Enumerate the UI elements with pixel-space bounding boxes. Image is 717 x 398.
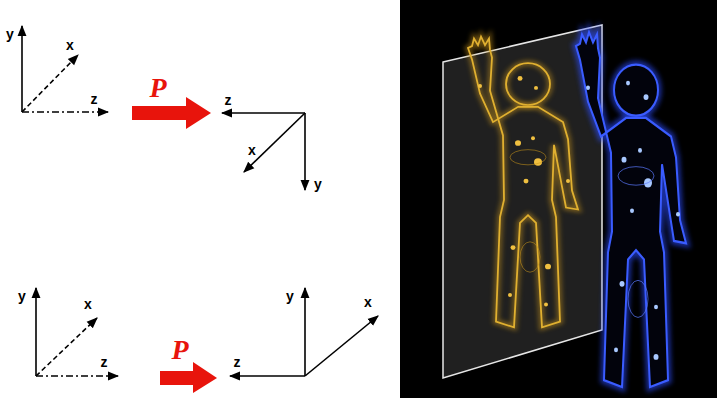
axes-bottom-left <box>36 288 118 376</box>
axis-label: z <box>225 93 232 107</box>
axis-label: z <box>91 92 98 106</box>
axis-label: x <box>84 297 92 311</box>
axis-label: x <box>364 295 372 309</box>
parity-label: P <box>149 74 166 102</box>
axis-label: x <box>66 38 74 52</box>
parity-label: P <box>171 336 188 364</box>
mirror <box>443 25 602 378</box>
axis-label: y <box>314 177 322 191</box>
mirror-figure <box>468 37 578 328</box>
axes-top-right <box>222 113 305 190</box>
parity-arrow <box>132 97 211 129</box>
axis-label: z <box>101 355 108 369</box>
person-figure <box>576 32 686 387</box>
axes-top-left <box>22 26 108 112</box>
axis-label: y <box>6 27 14 41</box>
axis-label: x <box>248 143 256 157</box>
axis-label: z <box>234 355 241 369</box>
axes-bottom-right <box>230 288 378 376</box>
parity-arrow <box>160 362 217 393</box>
axis-label: y <box>286 289 294 303</box>
black-panel <box>400 0 717 398</box>
axis-label: y <box>18 289 26 303</box>
